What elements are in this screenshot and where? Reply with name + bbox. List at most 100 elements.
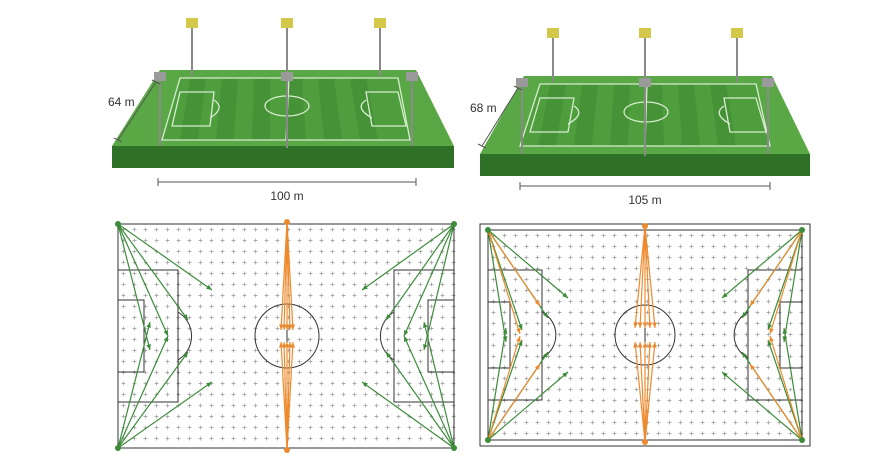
grid-mark [363, 249, 368, 254]
grid-mark [623, 387, 628, 392]
grid-mark [407, 392, 412, 397]
grid-mark [579, 233, 584, 238]
grid-mark [154, 238, 159, 243]
grid-mark [667, 431, 672, 436]
grid-mark [546, 266, 551, 271]
grid-mark [656, 409, 661, 414]
grid-mark [788, 277, 793, 282]
grid-mark [722, 409, 727, 414]
grid-mark [297, 227, 302, 232]
grid-mark [165, 271, 170, 276]
grid-mark [623, 288, 628, 293]
grid-mark [352, 348, 357, 353]
grid-mark [634, 332, 639, 337]
grid-mark [352, 282, 357, 287]
grid-mark [535, 409, 540, 414]
grid-mark [198, 238, 203, 243]
grid-mark [187, 425, 192, 430]
grid-mark [209, 359, 214, 364]
grid-mark [711, 310, 716, 315]
grid-mark [711, 409, 716, 414]
grid-mark [154, 403, 159, 408]
grid-mark [264, 436, 269, 441]
grid-mark [557, 365, 562, 370]
grid-mark [352, 370, 357, 375]
grid-mark [220, 370, 225, 375]
grid-mark [711, 244, 716, 249]
grid-mark [689, 299, 694, 304]
beam-line [783, 327, 803, 441]
grid-mark [275, 414, 280, 419]
grid-mark [187, 381, 192, 386]
grid-mark [319, 370, 324, 375]
grid-mark [275, 392, 280, 397]
grid-mark [264, 425, 269, 430]
grid-mark [264, 392, 269, 397]
grid-mark [722, 420, 727, 425]
grid-mark [711, 431, 716, 436]
grid-mark [524, 343, 529, 348]
grid-mark [766, 244, 771, 249]
grid-mark [634, 387, 639, 392]
grid-mark [546, 365, 551, 370]
grid-mark [253, 260, 258, 265]
grid-mark [711, 288, 716, 293]
grid-mark [363, 392, 368, 397]
grid-mark [330, 293, 335, 298]
grid-mark [788, 343, 793, 348]
grid-mark [678, 310, 683, 315]
grid-mark [231, 326, 236, 331]
grid-mark [396, 359, 401, 364]
grid-mark [546, 288, 551, 293]
grid-mark [700, 343, 705, 348]
grid-mark [264, 282, 269, 287]
grid-mark [143, 403, 148, 408]
grid-mark [601, 376, 606, 381]
grid-mark [275, 403, 280, 408]
grid-mark [777, 387, 782, 392]
grid-mark [407, 326, 412, 331]
grid-mark [744, 244, 749, 249]
grid-mark [275, 227, 280, 232]
grid-mark [689, 255, 694, 260]
grid-mark [319, 414, 324, 419]
grid-mark [535, 332, 540, 337]
grid-mark [612, 409, 617, 414]
grid-mark [579, 255, 584, 260]
grid-mark [253, 315, 258, 320]
grid-mark [308, 436, 313, 441]
grid-mark [176, 260, 181, 265]
grid-mark [667, 365, 672, 370]
grid-mark [341, 271, 346, 276]
grid-mark [231, 282, 236, 287]
grid-mark [722, 266, 727, 271]
grid-mark [634, 409, 639, 414]
grid-mark [755, 354, 760, 359]
grid-mark [568, 398, 573, 403]
grid-mark [275, 425, 280, 430]
grid-mark [242, 227, 247, 232]
grid-mark [407, 293, 412, 298]
grid-mark [363, 414, 368, 419]
grid-mark [623, 343, 628, 348]
grid-mark [634, 266, 639, 271]
grid-mark [689, 244, 694, 249]
grid-mark [165, 370, 170, 375]
beam-line [721, 371, 803, 441]
grid-mark [319, 282, 324, 287]
grid-mark [601, 310, 606, 315]
grid-mark [121, 271, 126, 276]
grid-mark [568, 277, 573, 282]
grid-mark [352, 414, 357, 419]
beam-line [117, 223, 213, 291]
grid-mark [187, 392, 192, 397]
grid-mark [330, 238, 335, 243]
grid-mark [700, 266, 705, 271]
grid-mark [513, 299, 518, 304]
grid-mark [568, 288, 573, 293]
grid-mark [700, 420, 705, 425]
grid-mark [678, 365, 683, 370]
grid-mark [546, 255, 551, 260]
grid-mark [407, 315, 412, 320]
grid-mark [777, 409, 782, 414]
